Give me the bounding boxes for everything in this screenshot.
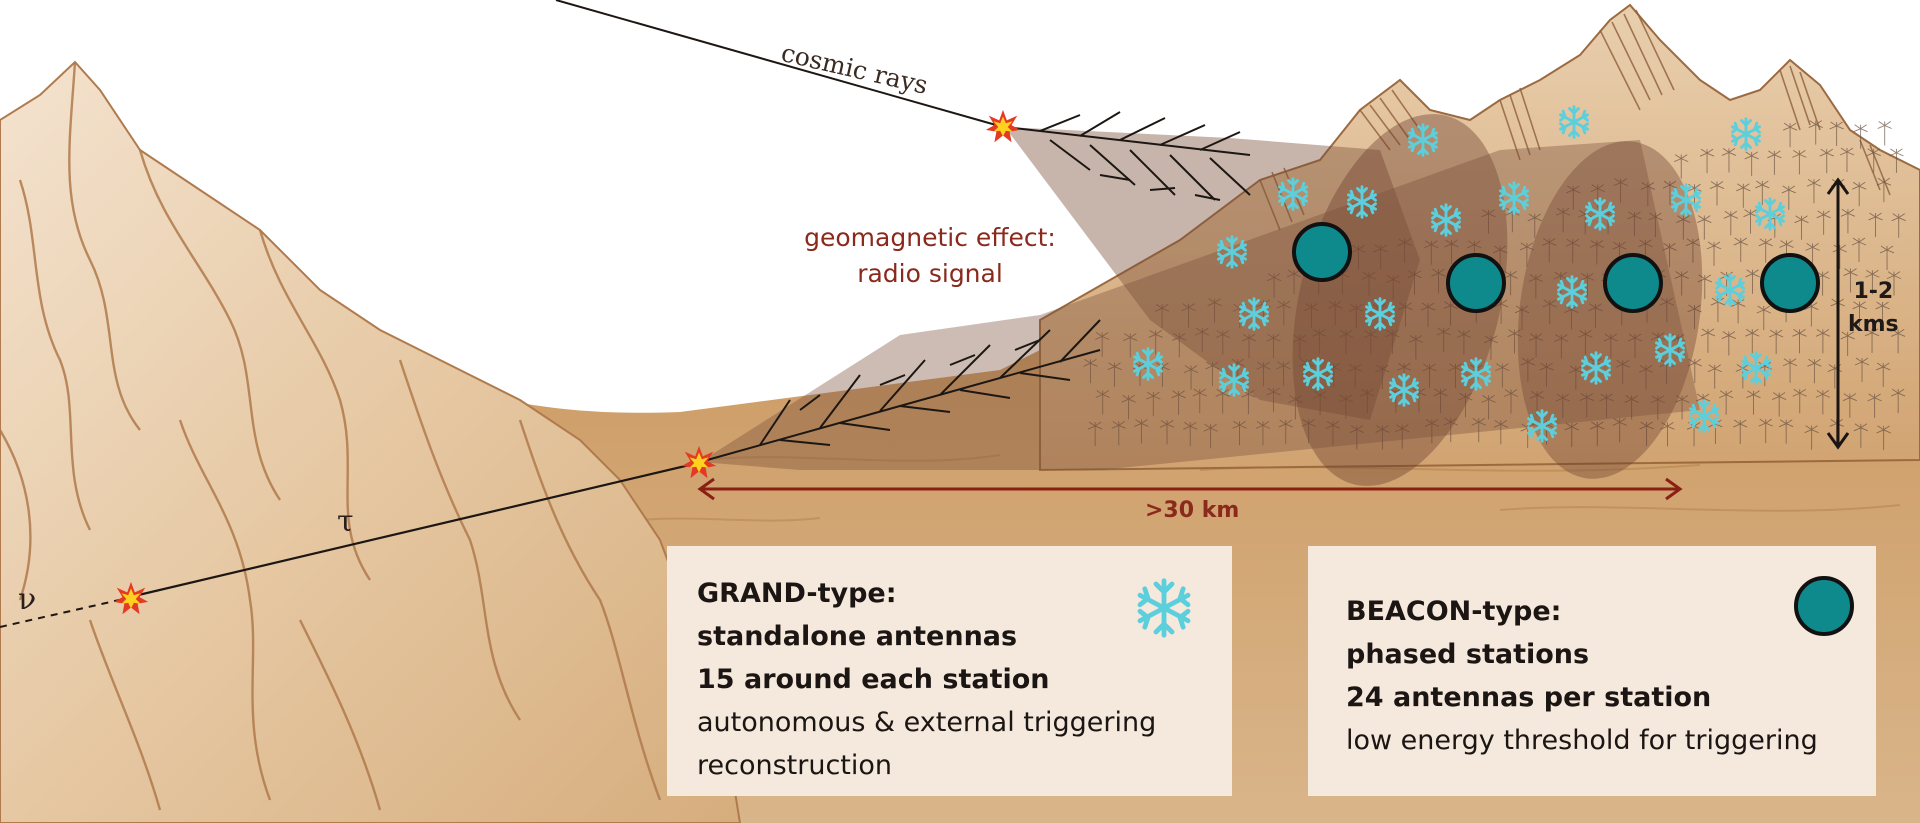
antenna-tree bbox=[1877, 121, 1893, 146]
upper-shower-branches bbox=[1004, 111, 1251, 201]
right-mountain-hatching bbox=[1259, 9, 1891, 231]
grand-legend-line4: autonomous & external triggering bbox=[697, 707, 1157, 738]
height-label-line2: kms bbox=[1848, 312, 1899, 337]
beacon-station bbox=[1603, 253, 1663, 313]
distance-arrow bbox=[697, 477, 1683, 501]
right-mountain-range bbox=[1039, 3, 1920, 472]
upper-radio-cone bbox=[1005, 127, 1420, 420]
geomagnetic-effect-label: geomagnetic effect: radio signal bbox=[780, 220, 1080, 292]
height-label-line1: 1-2 bbox=[1853, 279, 1894, 304]
height-label: 1-2 kms bbox=[1848, 275, 1899, 341]
grand-legend-line2: standalone antennas bbox=[697, 621, 1018, 652]
beacon-legend-line3: 24 antennas per station bbox=[1346, 682, 1712, 713]
beacon-stations bbox=[1292, 222, 1820, 313]
neutrino-track bbox=[0, 597, 129, 628]
height-arrow bbox=[1826, 177, 1850, 450]
teal-circle-station-icon bbox=[1794, 576, 1854, 636]
beacon-station bbox=[1292, 222, 1352, 282]
geomagnetic-label-line1: geomagnetic effect: bbox=[804, 223, 1056, 252]
distance-label: >30 km bbox=[1145, 498, 1240, 523]
beacon-station bbox=[1446, 253, 1506, 313]
snowflake-antenna-icon bbox=[1137, 578, 1191, 638]
cosmic-ray-track bbox=[555, 0, 1004, 128]
beacon-type-legend: BEACON-type: phased stations 24 antennas… bbox=[1308, 546, 1876, 796]
left-mountain-ridges bbox=[0, 61, 662, 811]
grand-legend-title: GRAND-type: bbox=[697, 578, 897, 609]
grand-type-legend: GRAND-type: standalone antennas 15 aroun… bbox=[667, 546, 1232, 796]
mid-cone-footprint bbox=[1517, 141, 1703, 479]
grand-legend-line5: reconstruction bbox=[697, 750, 893, 781]
beacon-legend-line4: low energy threshold for triggering bbox=[1346, 725, 1818, 756]
beacon-station bbox=[1760, 253, 1820, 313]
neutrino-label: ν bbox=[18, 582, 37, 617]
beacon-legend-title: BEACON-type: bbox=[1346, 596, 1562, 627]
beacon-legend-line2: phased stations bbox=[1346, 639, 1590, 670]
upper-cone-footprint bbox=[1292, 114, 1508, 486]
lower-shower-branches bbox=[699, 319, 1101, 463]
tau-track bbox=[129, 461, 699, 599]
tau-label: τ bbox=[337, 504, 354, 539]
grand-legend-line3: 15 around each station bbox=[697, 664, 1050, 695]
geomagnetic-label-line2: radio signal bbox=[857, 259, 1003, 288]
